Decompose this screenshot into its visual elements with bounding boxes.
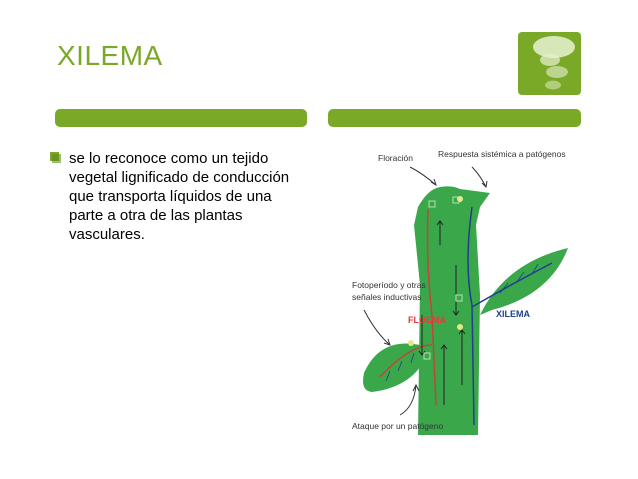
label-floracion: Floración — [378, 153, 413, 163]
left-leaf — [363, 343, 426, 392]
label-respuesta: Respuesta sistémica a patógenos — [438, 149, 566, 159]
bullet-text: se lo reconoce como un tejido vegetal li… — [69, 150, 290, 243]
right-leaf — [480, 248, 568, 315]
label-floema: FLOEMA — [408, 315, 446, 325]
leaf-veins — [385, 263, 539, 382]
label-fotoperiodo-2: señales inductivas — [352, 292, 421, 302]
plant-diagram: Floración Respuesta sistémica a patógeno… — [340, 145, 590, 440]
label-fotoperiodo-1: Fotoperíodo y otras — [352, 280, 426, 290]
logo-icon — [518, 32, 581, 95]
annotation-arrows — [363, 166, 488, 416]
header-bar-left — [55, 109, 307, 127]
stem-arrows — [418, 220, 466, 405]
square-bullet-icon — [50, 152, 61, 163]
bullet-item: se lo reconoce como un tejido vegetal li… — [50, 149, 300, 244]
flower-markers — [408, 196, 463, 346]
xilema-line — [467, 206, 553, 426]
slide-title: XILEMA — [57, 40, 163, 71]
label-ataque: Ataque por un patógeno — [352, 421, 443, 431]
header-bar-right — [328, 109, 581, 127]
label-xilema: XILEMA — [496, 309, 531, 319]
plant-diagram-svg: Floración Respuesta sistémica a patógeno… — [352, 149, 568, 435]
floema-line — [379, 208, 437, 406]
plant-stem — [414, 186, 490, 435]
